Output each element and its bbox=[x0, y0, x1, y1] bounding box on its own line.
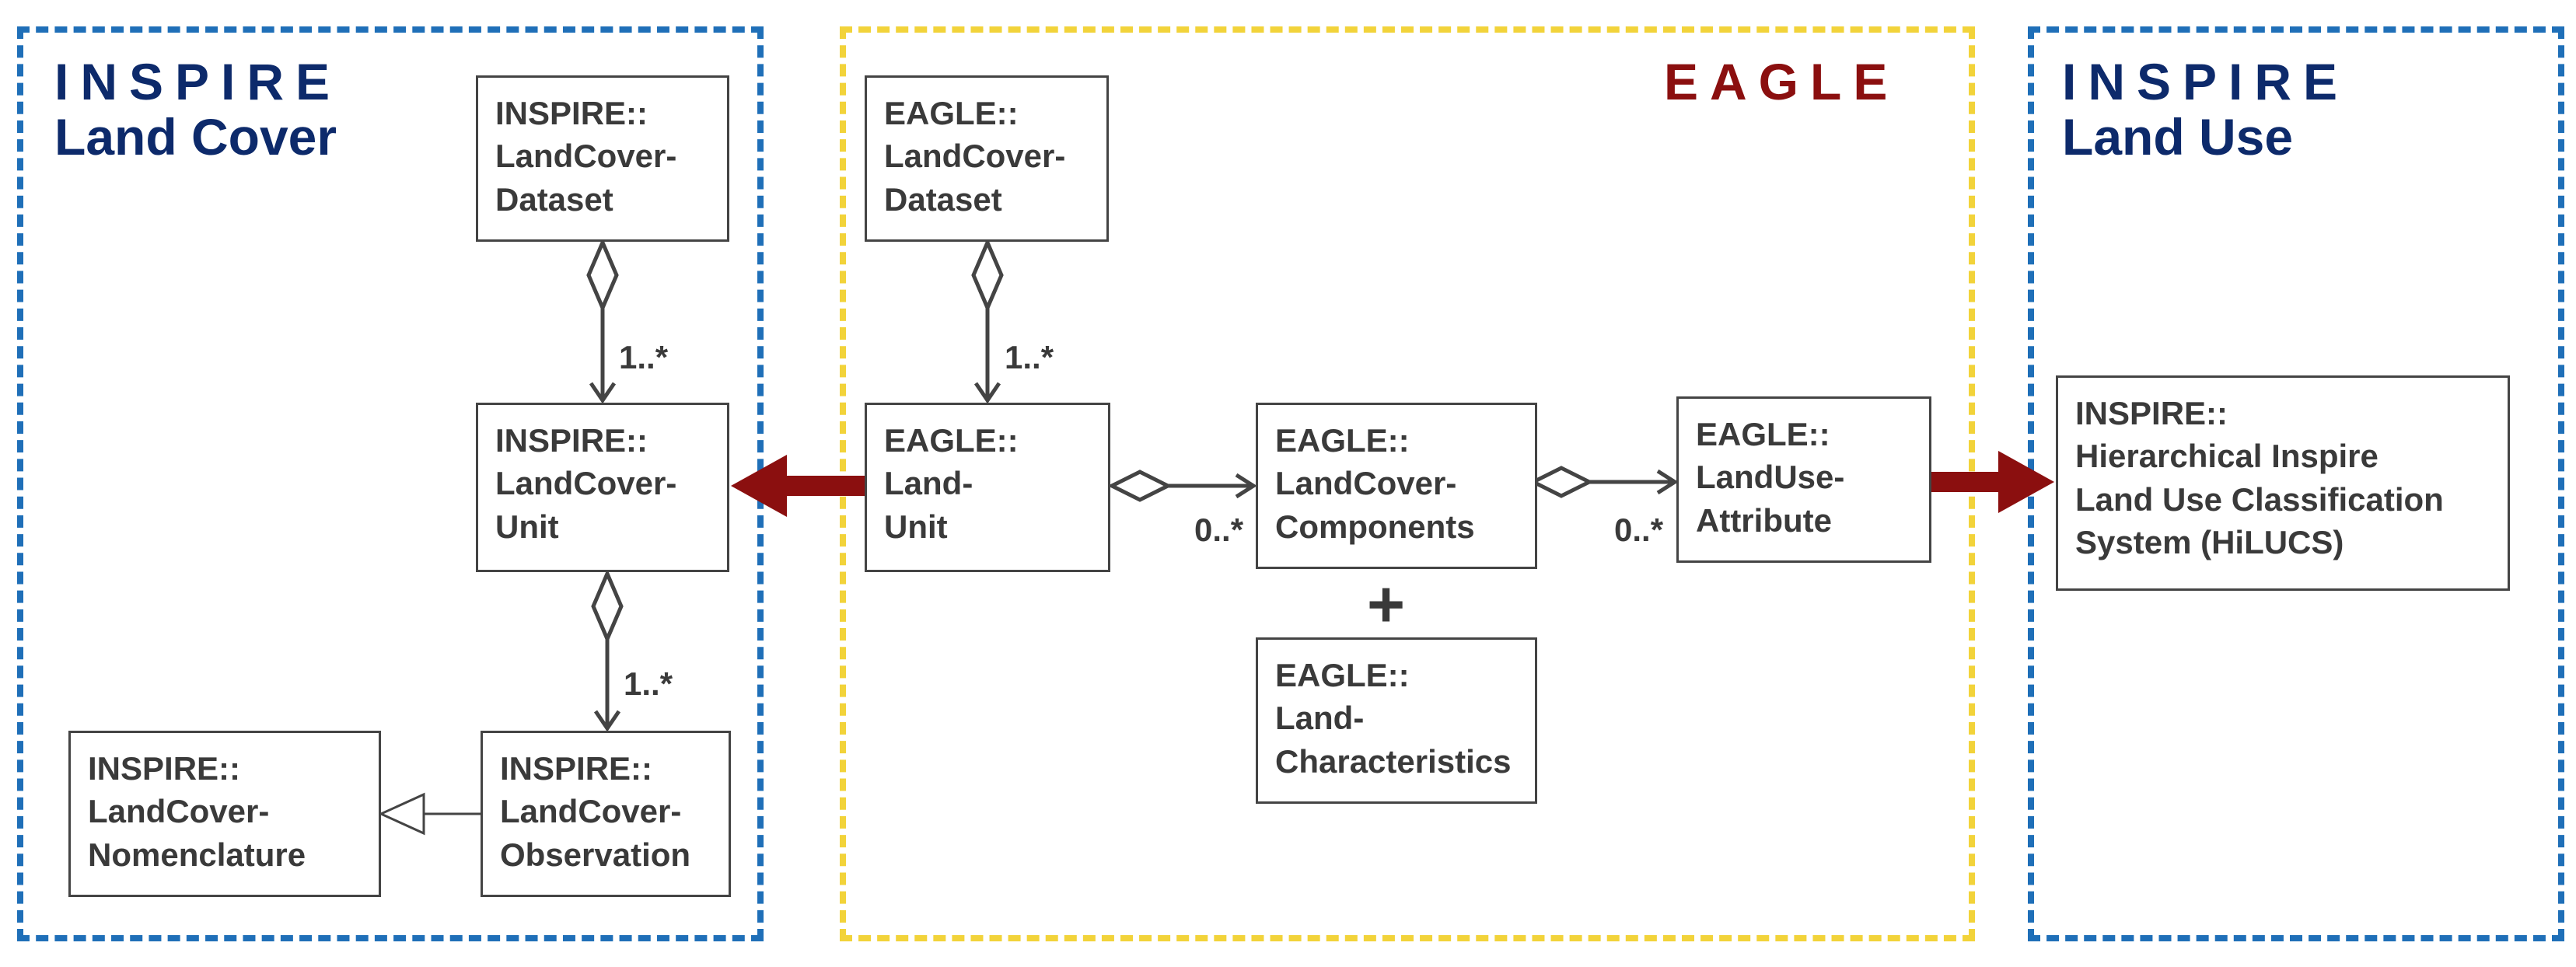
aggregation-diamond-icon bbox=[1107, 470, 1173, 502]
arrowhead-icon bbox=[1656, 469, 1679, 495]
class-box-eagle-landcover-dataset: EAGLE:: LandCover- Dataset bbox=[865, 75, 1109, 242]
class-box-inspire-landcover-dataset: INSPIRE:: LandCover- Dataset bbox=[476, 75, 729, 242]
class-box-eagle-landcover-components: EAGLE:: LandCover- Components bbox=[1256, 403, 1537, 569]
class-label-line: Land- bbox=[1275, 700, 1365, 737]
class-label-line: EAGLE:: bbox=[884, 95, 1019, 131]
class-label-line: LandCover- bbox=[1275, 465, 1457, 502]
arrowhead-icon bbox=[973, 382, 1001, 404]
plus-icon: + bbox=[1367, 567, 1406, 641]
eagle-components-landuse-aggregation bbox=[1529, 466, 1679, 498]
class-label-line: Observation bbox=[500, 836, 691, 873]
class-label-line: Characteristics bbox=[1275, 742, 1512, 780]
aggregation-diamond-icon bbox=[971, 237, 1004, 313]
class-label-line: Attribute bbox=[1696, 501, 1832, 539]
class-label-line: INSPIRE:: bbox=[495, 95, 648, 131]
class-label-line: INSPIRE:: bbox=[500, 750, 653, 787]
class-label-line: System (HiLUCS) bbox=[2075, 524, 2344, 561]
arrowhead-icon bbox=[593, 710, 621, 732]
class-label-line: EAGLE:: bbox=[1275, 657, 1410, 693]
class-label-line: LandCover- bbox=[495, 465, 677, 502]
class-box-inspire-hilucs: INSPIRE:: Hierarchical Inspire Land Use … bbox=[2056, 375, 2510, 591]
multiplicity-eagle-unit-components: 0..* bbox=[1194, 511, 1244, 548]
eagle-unit-components-aggregation bbox=[1107, 470, 1257, 502]
class-box-inspire-landcover-observation: INSPIRE:: LandCover- Observation bbox=[481, 731, 731, 897]
inspire-land-use-title-line2: Land Use bbox=[2062, 108, 2294, 166]
class-label-line: LandUse- bbox=[1696, 459, 1845, 496]
class-label-line: Dataset bbox=[495, 180, 613, 218]
class-label-line: EAGLE:: bbox=[1275, 422, 1410, 459]
class-label-line: LandCover- bbox=[88, 793, 270, 830]
observation-nomenclature-generalization bbox=[378, 792, 481, 836]
class-label-line: LandCover- bbox=[884, 138, 1066, 175]
eagle-to-inspire-landcover-mapping-arrow bbox=[731, 455, 866, 517]
inspire-land-use-title: INSPIRE Land Use bbox=[2062, 54, 2349, 166]
class-label-line: Hierarchical Inspire bbox=[2075, 438, 2379, 475]
class-label-line: Unit bbox=[884, 508, 948, 545]
class-label-line: LandCover- bbox=[500, 793, 682, 830]
aggregation-diamond-icon bbox=[591, 568, 624, 644]
class-box-eagle-land-characteristics: EAGLE:: Land- Characteristics bbox=[1256, 637, 1537, 804]
eagle-title: EAGLE bbox=[1664, 54, 1899, 110]
aggregation-diamond-icon bbox=[1529, 466, 1594, 498]
multiplicity-lc-unit-observation: 1..* bbox=[624, 665, 673, 702]
thick-arrowhead-icon bbox=[731, 455, 787, 517]
class-label-line: Land Use Classification bbox=[2075, 480, 2444, 518]
class-label-line: Nomenclature bbox=[88, 836, 306, 873]
class-label-line: EAGLE:: bbox=[884, 422, 1019, 459]
class-label-line: INSPIRE:: bbox=[495, 422, 648, 459]
arrowhead-icon bbox=[1235, 473, 1257, 499]
lc-dataset-unit-aggregation bbox=[586, 237, 619, 404]
aggregation-diamond-icon bbox=[586, 237, 619, 313]
inspire-land-use-title-line1: INSPIRE bbox=[2062, 53, 2350, 110]
eagle-title-text: EAGLE bbox=[1664, 53, 1900, 110]
class-label-line: EAGLE:: bbox=[1696, 416, 1830, 452]
class-box-eagle-land-unit: EAGLE:: Land- Unit bbox=[865, 403, 1110, 572]
class-label-line: Unit bbox=[495, 508, 559, 545]
lc-unit-observation-aggregation bbox=[591, 568, 624, 732]
class-box-inspire-landcover-unit: INSPIRE:: LandCover- Unit bbox=[476, 403, 729, 572]
inspire-land-cover-title: INSPIRE Land Cover bbox=[54, 54, 341, 166]
class-box-inspire-landcover-nomenclature: INSPIRE:: LandCover- Nomenclature bbox=[68, 731, 381, 897]
inspire-land-cover-title-line1: INSPIRE bbox=[54, 53, 342, 110]
eagle-to-hilucs-mapping-arrow bbox=[1931, 451, 2054, 513]
class-label-line: Dataset bbox=[884, 180, 1002, 218]
multiplicity-lc-dataset-unit: 1..* bbox=[619, 339, 669, 375]
thick-arrowhead-icon bbox=[1998, 451, 2054, 513]
class-label-line: Components bbox=[1275, 508, 1475, 545]
class-label-line: INSPIRE:: bbox=[88, 750, 241, 787]
multiplicity-eagle-components-landuse: 0..* bbox=[1614, 511, 1664, 548]
generalization-triangle-icon bbox=[378, 792, 425, 836]
class-label-line: INSPIRE:: bbox=[2075, 395, 2228, 431]
multiplicity-eagle-dataset-unit: 1..* bbox=[1005, 339, 1054, 375]
inspire-land-cover-title-line2: Land Cover bbox=[54, 108, 337, 166]
eagle-dataset-unit-aggregation bbox=[971, 237, 1004, 404]
class-label-line: Land- bbox=[884, 465, 973, 502]
class-label-line: LandCover- bbox=[495, 138, 677, 175]
arrowhead-icon bbox=[589, 382, 617, 404]
class-box-eagle-landuse-attribute: EAGLE:: LandUse- Attribute bbox=[1676, 396, 1931, 563]
